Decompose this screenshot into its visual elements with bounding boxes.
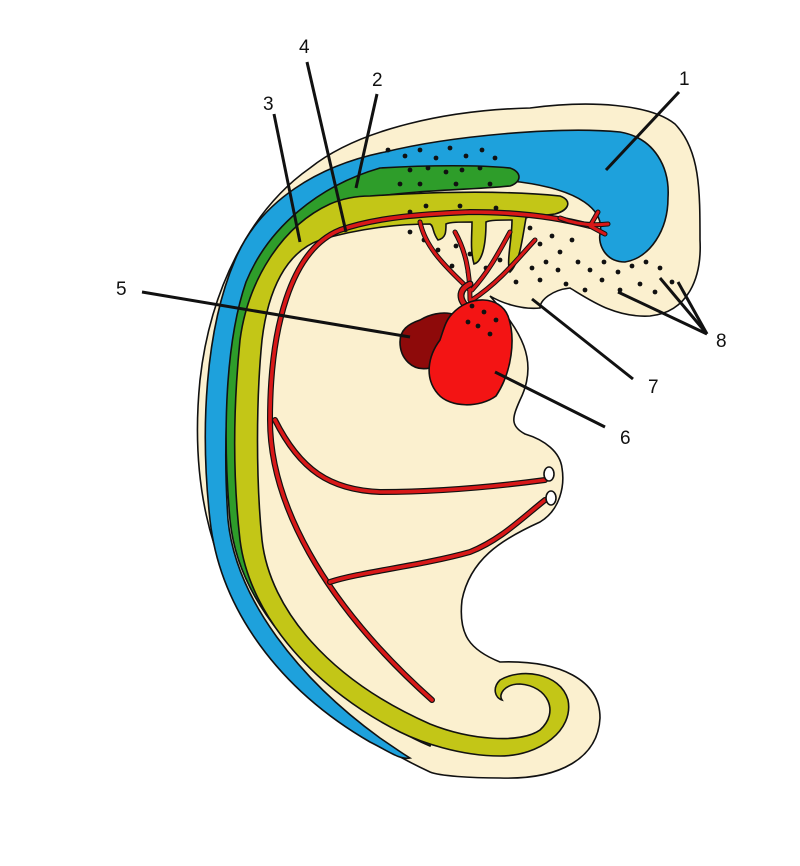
callout-5: 5 bbox=[116, 279, 127, 300]
callout-2: 2 bbox=[372, 70, 383, 91]
leader-2 bbox=[354, 93, 379, 189]
callout-7: 7 bbox=[648, 377, 659, 398]
heart-ventricle bbox=[428, 299, 513, 406]
leader-3 bbox=[272, 113, 302, 243]
lower-opening bbox=[545, 490, 557, 506]
upper-opening bbox=[543, 466, 555, 482]
vessels bbox=[267, 209, 611, 703]
dorsal-aorta-fill bbox=[268, 210, 592, 702]
callout-1: 1 bbox=[679, 69, 690, 90]
stalk-openings bbox=[543, 466, 557, 506]
leader-7 bbox=[531, 297, 634, 381]
head-vessel-fork-fill bbox=[558, 210, 610, 236]
notochord-band bbox=[233, 191, 570, 757]
callout-4: 4 bbox=[299, 37, 310, 58]
leader-8c bbox=[676, 281, 709, 335]
leader-8a bbox=[658, 277, 709, 335]
aortic-arch-branches-fill bbox=[418, 220, 537, 302]
callout-3: 3 bbox=[263, 94, 274, 115]
heart bbox=[399, 299, 513, 406]
callout-labels: 1 2 3 4 5 6 7 8 bbox=[116, 37, 727, 449]
leader-1 bbox=[604, 90, 681, 172]
leader-8b bbox=[617, 290, 708, 336]
leader-5 bbox=[141, 290, 411, 339]
leader-lines bbox=[141, 61, 709, 429]
leader-4 bbox=[305, 61, 348, 233]
leader-6 bbox=[494, 370, 606, 429]
callout-6: 6 bbox=[620, 428, 631, 449]
umbilical-artery-lower-fill bbox=[328, 498, 547, 584]
vitelline-artery-upper-fill bbox=[273, 418, 547, 494]
callout-8: 8 bbox=[716, 331, 727, 352]
